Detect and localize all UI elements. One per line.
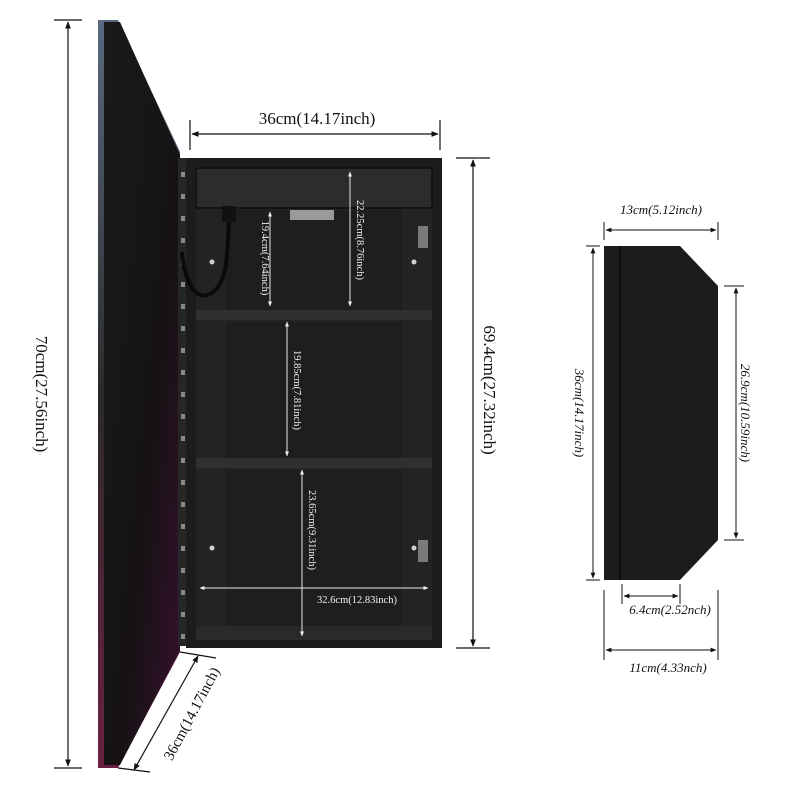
hinge-dot [181, 524, 185, 529]
back-wall-bottom [226, 470, 402, 626]
cabinet-width-label: 36cm(14.17inch) [259, 109, 376, 128]
hinge-dot [181, 172, 185, 177]
inner-width-label: 32.6cm(12.83inch) [317, 595, 397, 606]
screw-icon [411, 259, 417, 265]
cabinet-door [98, 20, 188, 768]
power-cable-icon [180, 209, 232, 298]
shelf-lower [196, 458, 432, 468]
hinge-dot [181, 304, 185, 309]
latch-icon [418, 226, 428, 248]
side-bottom-depth-label: 11cm(4.33nch) [629, 660, 706, 675]
side-height-label: 36cm(14.17inch) [572, 368, 587, 457]
middle-compartment-label: 19.85cm(7.81inch) [291, 350, 302, 430]
hinge-strip [178, 158, 188, 646]
side-bottom-inner-label: 6.4cm(2.52nch) [629, 602, 711, 617]
total-height-label: 70cm(27.56inch) [32, 336, 51, 453]
shelf-upper [196, 310, 432, 320]
hinge-dot [181, 216, 185, 221]
power-connector [222, 206, 236, 222]
cabinet-height-label: 69.4cm(27.32inch) [480, 325, 499, 454]
hinge-dot [181, 546, 185, 551]
hinge-icon [181, 172, 185, 639]
hinge-dot [181, 612, 185, 617]
hinge-dot [181, 590, 185, 595]
door-width-label: 36cm(14.17inch) [161, 665, 223, 763]
door-depth-line [133, 655, 199, 771]
cabinet-body [180, 158, 442, 648]
screw-icon [209, 545, 215, 551]
hinge-dot [181, 458, 185, 463]
bottom-compartment-label: 23.65cm(9.31inch) [306, 490, 317, 570]
hinge-dot [181, 194, 185, 199]
back-wall-middle [226, 322, 402, 458]
hinge-dot [181, 392, 185, 397]
back-wall-top [226, 210, 402, 310]
top-compartment-label: 22.25cm(8.76inch) [354, 200, 365, 280]
led-light-icon [290, 210, 334, 220]
hinge-dot [181, 370, 185, 375]
hinge-dot [181, 568, 185, 573]
hinge-dot [181, 238, 185, 243]
hinge-dot [181, 414, 185, 419]
side-back-height-label: 26.9cm(10.59inch) [738, 364, 753, 462]
cabinet-floor [196, 626, 432, 640]
hinge-dot [181, 634, 185, 639]
side-view-body [604, 246, 718, 580]
screw-icon [411, 545, 417, 551]
side-view: 13cm(5.12inch) 36cm(14.17inch) 26.9cm(10… [572, 202, 753, 675]
hinge-dot [181, 502, 185, 507]
door-panel [104, 22, 180, 765]
top-compartment-box [195, 167, 433, 209]
hinge-dot [181, 348, 185, 353]
screw-icon [209, 259, 215, 265]
top-inner-label: 19.4cm(7.64inch) [259, 221, 270, 296]
hinge-dot [181, 326, 185, 331]
hinge-dot [181, 480, 185, 485]
hinge-dot [181, 282, 185, 287]
side-top-depth-label: 13cm(5.12inch) [620, 202, 702, 217]
latch-icon [418, 540, 428, 562]
hinge-dot [181, 436, 185, 441]
